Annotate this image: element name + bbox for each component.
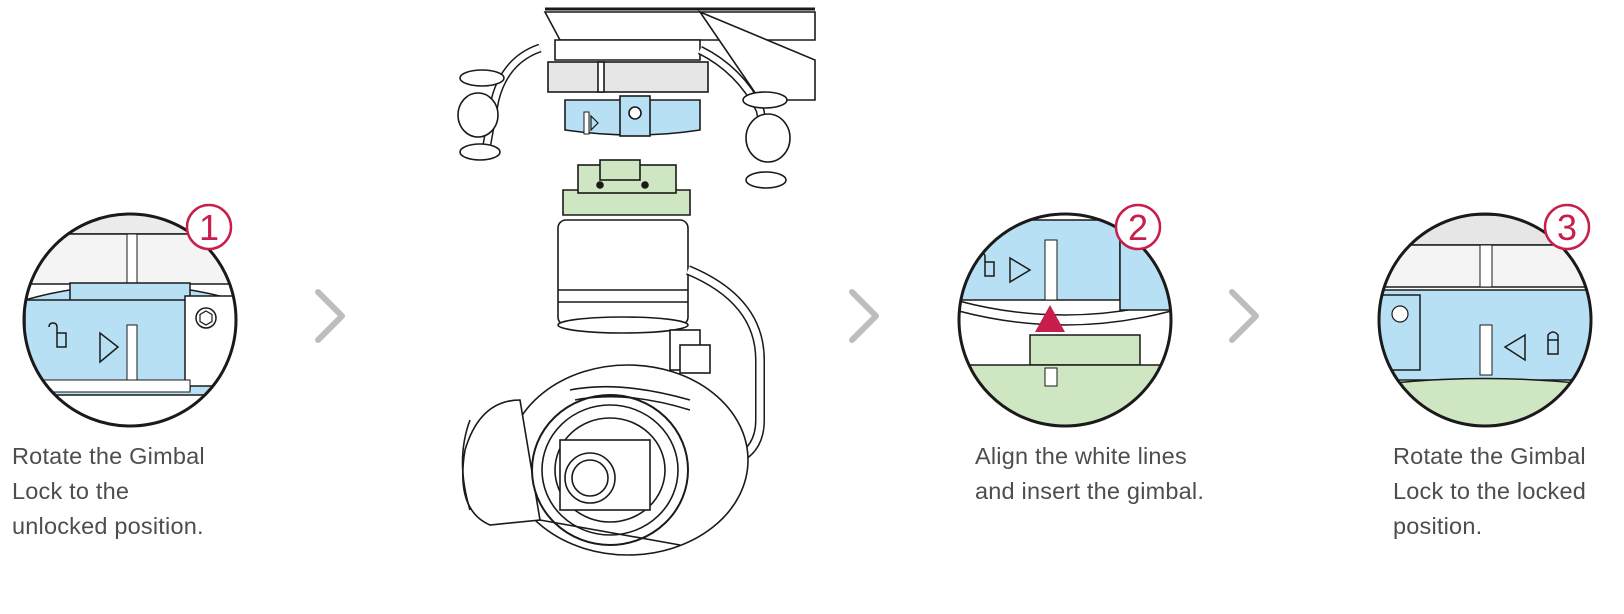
step-3-detail: 3 [1377,203,1593,428]
chevron-right-icon [849,289,879,343]
step-1-detail: 1 [22,203,238,428]
unlock-icon [48,322,67,348]
step-1-number: 1 [199,207,219,248]
drone-gimbal-camera-illustration [457,7,816,556]
lock-icon [1547,331,1559,355]
step-3-caption-line: Lock to the locked [1393,478,1587,504]
step-1-badge: 1 [185,203,233,251]
step-2-number: 2 [1128,207,1148,248]
step-2-caption-line: Align the white lines [975,443,1187,469]
step-1-caption-line: Lock to the [12,478,130,504]
step-3-caption-line: Rotate the Gimbal [1393,443,1586,469]
step-3-caption: Rotate the Gimbal Lock to the locked pos… [1393,439,1586,544]
align-arrow-up-icon [1035,305,1065,332]
step-2-detail: 2 [957,203,1173,428]
step-2-caption: Align the white lines and insert the gim… [975,439,1204,509]
step-3-badge: 3 [1543,203,1591,251]
chevron-right-icon [315,289,345,343]
step-2-badge: 2 [1114,203,1162,251]
step-3-number: 3 [1557,207,1577,248]
step-1-caption: Rotate the Gimbal Lock to the unlocked p… [12,439,205,544]
arrow-right-icon [99,331,120,364]
chevron-right-icon [1229,289,1259,343]
step-3-caption-line: position. [1393,513,1483,539]
arrow-left-icon [1503,333,1526,362]
arrow-right-icon [1009,256,1032,284]
step-1-caption-line: unlocked position. [12,513,204,539]
step-1-caption-line: Rotate the Gimbal [12,443,205,469]
step-2-caption-line: and insert the gimbal. [975,478,1205,504]
